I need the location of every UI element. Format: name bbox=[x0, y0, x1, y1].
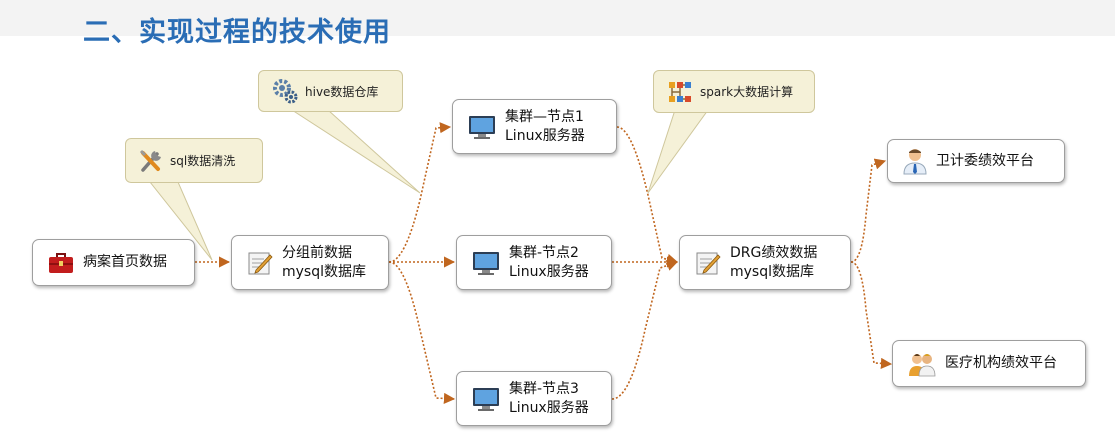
spark-callout-pointer bbox=[647, 109, 709, 194]
monitor-icon bbox=[471, 385, 501, 413]
sql-callout-label: sql数据清洗 bbox=[170, 154, 236, 168]
gears-icon bbox=[271, 77, 299, 105]
spark-callout: spark大数据计算 bbox=[653, 70, 815, 113]
cluster-node-2[interactable]: 集群-节点2 Linux服务器 bbox=[456, 235, 612, 290]
edit-document-icon bbox=[246, 250, 274, 276]
cluster-node-3[interactable]: 集群-节点3 Linux服务器 bbox=[456, 371, 612, 426]
tools-icon bbox=[138, 148, 164, 174]
hospital-platform-node[interactable]: 医疗机构绩效平台 bbox=[892, 340, 1086, 387]
cluster-node-1[interactable]: 集群—节点1 Linux服务器 bbox=[452, 99, 617, 154]
hive-callout-pointer bbox=[290, 109, 421, 194]
arrow-drg-to-hospital bbox=[850, 261, 893, 369]
page-title: 二、实现过程的技术使用 bbox=[83, 17, 391, 48]
hive-callout: hive数据仓库 bbox=[258, 70, 403, 112]
cluster2-line1: 集群-节点2 bbox=[509, 244, 579, 261]
arrow-pregroup-to-cluster3 bbox=[388, 261, 456, 405]
arrow-cluster3-to-drg bbox=[611, 260, 679, 400]
hospital-platform-label: 医疗机构绩效平台 bbox=[945, 355, 1057, 371]
edit-document-icon bbox=[694, 250, 722, 276]
health-platform-label: 卫计委绩效平台 bbox=[936, 152, 1034, 169]
source-node[interactable]: 病案首页数据 bbox=[32, 239, 195, 286]
pregroup-db-node[interactable]: 分组前数据 mysql数据库 bbox=[231, 235, 389, 290]
monitor-icon bbox=[467, 113, 497, 141]
pregroup-line2: mysql数据库 bbox=[282, 263, 366, 280]
drg-line2: mysql数据库 bbox=[730, 263, 814, 280]
people-icon bbox=[907, 351, 937, 377]
source-node-label: 病案首页数据 bbox=[83, 254, 167, 270]
hierarchy-icon bbox=[666, 78, 694, 106]
cluster3-line2: Linux服务器 bbox=[509, 399, 589, 416]
drg-db-node[interactable]: DRG绩效数据 mysql数据库 bbox=[679, 235, 851, 290]
hive-callout-label: hive数据仓库 bbox=[305, 84, 379, 99]
arrow-cluster1-to-drg bbox=[616, 126, 679, 265]
cluster2-line2: Linux服务器 bbox=[509, 263, 589, 280]
header-band bbox=[0, 0, 1115, 36]
arrow-drg-to-health bbox=[850, 158, 887, 263]
cluster3-line1: 集群-节点3 bbox=[509, 380, 579, 397]
cluster1-line1: 集群—节点1 bbox=[505, 108, 584, 125]
spark-callout-label: spark大数据计算 bbox=[700, 85, 794, 99]
drg-line1: DRG绩效数据 bbox=[730, 244, 818, 261]
monitor-icon bbox=[471, 249, 501, 277]
person-icon bbox=[902, 147, 928, 175]
pregroup-line1: 分组前数据 bbox=[282, 244, 352, 261]
toolbox-icon bbox=[47, 251, 75, 275]
health-commission-platform-node[interactable]: 卫计委绩效平台 bbox=[887, 139, 1065, 183]
sql-cleaning-callout: sql数据清洗 bbox=[125, 138, 263, 183]
arrow-pregroup-to-cluster1 bbox=[388, 122, 452, 263]
cluster1-line2: Linux服务器 bbox=[505, 127, 585, 144]
